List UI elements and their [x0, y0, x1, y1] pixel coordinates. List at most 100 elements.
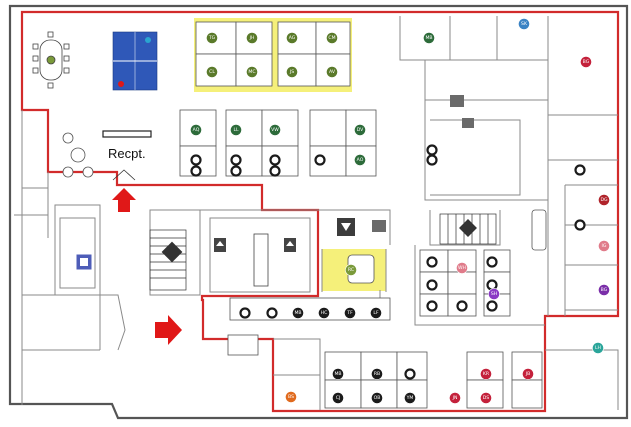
seat-dot: [371, 368, 383, 380]
seat-marker: MB: [332, 368, 344, 380]
seat-marker: MB: [292, 307, 304, 319]
seat-marker: DS: [480, 392, 492, 404]
seat-code: BS: [288, 394, 294, 400]
seat-marker: CJ: [332, 392, 344, 404]
seat-code: JS: [289, 69, 294, 75]
seat-dot: [206, 32, 218, 44]
interior-walls: [14, 16, 619, 410]
seat-marker: KR: [480, 368, 492, 380]
seat-marker: TG: [206, 32, 218, 44]
seat-code: CM: [328, 35, 335, 41]
seat-marker: JS: [286, 66, 298, 78]
ping-pong-table-icon: [112, 31, 158, 91]
seat-dot: [344, 307, 356, 319]
empty-seats: [190, 144, 586, 404]
seat-code: AG: [289, 35, 296, 41]
seat-code: BG: [601, 287, 608, 293]
seat-dot: [246, 32, 258, 44]
seat-dot: [518, 18, 530, 30]
seat-marker: RC: [345, 264, 357, 276]
seat-marker: BG: [580, 56, 592, 68]
seat-marker: IG: [598, 240, 610, 252]
seat-dot: [592, 342, 604, 354]
seat-code: CJ: [336, 395, 341, 401]
seat-markers: TG JH AG CM CL MC JS AV AQ LL VW DV AO MB SK BG DG IG BG LH…: [190, 18, 610, 404]
seat-dot: [449, 392, 461, 404]
seat-marker: AV: [326, 66, 338, 78]
seat-dot: [326, 32, 338, 44]
seat-dot: [480, 368, 492, 380]
seat-dot: [190, 124, 202, 136]
seat-code: OB: [374, 395, 381, 401]
seat-dot: [598, 240, 610, 252]
seat-code: SH: [491, 291, 497, 297]
seat-code: LL: [233, 127, 239, 133]
seat-marker: WH: [456, 262, 468, 274]
seat-code: RC: [348, 267, 354, 273]
seat-dot: [598, 194, 610, 206]
seat-marker: SH: [488, 288, 500, 300]
seat-dot: [286, 32, 298, 44]
red-arrow-icon: [112, 188, 182, 345]
seat-code: MB: [334, 371, 341, 377]
seat-marker: BG: [598, 284, 610, 296]
seat-dot: [354, 124, 366, 136]
seat-code: YM: [406, 395, 414, 401]
outer-wall: [8, 4, 629, 420]
seat-code: JH: [249, 35, 255, 41]
seat-dot: [206, 66, 218, 78]
reception-desk: [102, 130, 152, 138]
seat-dot: [345, 264, 357, 276]
seat-dot: [580, 56, 592, 68]
seat-marker: LF: [370, 307, 382, 319]
seat-marker: DV: [354, 124, 366, 136]
seat-code: JB: [525, 371, 531, 377]
seat-marker: CL: [206, 66, 218, 78]
seat-code: MB: [294, 310, 301, 316]
seat-code: DV: [357, 127, 364, 133]
seat-marker: MC: [246, 66, 258, 78]
seat-dot: [332, 368, 344, 380]
seat-dot: [292, 307, 304, 319]
seat-marker: LH: [592, 342, 604, 354]
seat-marker: TF: [344, 307, 356, 319]
seat-code: DG: [600, 197, 608, 203]
seat-marker: DG: [598, 194, 610, 206]
seat-code: IG: [602, 243, 607, 249]
seat-marker: AO: [354, 154, 366, 166]
seat-code: TF: [346, 310, 353, 316]
seat-marker: AQ: [190, 124, 202, 136]
seat-dot: [371, 392, 383, 404]
seat-marker: AG: [286, 32, 298, 44]
seat-dot: [370, 307, 382, 319]
seat-code: AO: [357, 157, 364, 163]
seat-marker: MB: [423, 32, 435, 44]
seat-marker: RB: [371, 368, 383, 380]
red-boundary-wall: [20, 10, 620, 413]
seat-code: DS: [483, 395, 490, 401]
seat-code: LH: [595, 345, 601, 351]
seat-code: MC: [248, 69, 255, 75]
seat-code: MB: [425, 35, 432, 41]
lounge-seating: [62, 132, 94, 178]
seat-dot: [404, 392, 416, 404]
seat-marker: JH: [246, 32, 258, 44]
seat-marker: YM: [404, 392, 416, 404]
seat-dot: [326, 66, 338, 78]
seat-marker: VW: [269, 124, 281, 136]
seat-marker: OB: [371, 392, 383, 404]
seat-dot: [522, 368, 534, 380]
down-arrow-icon: [337, 218, 355, 236]
seat-code: AQ: [193, 127, 200, 133]
seat-marker: CM: [326, 32, 338, 44]
printer-icon: [372, 95, 474, 232]
seat-marker: SK: [518, 18, 530, 30]
seat-dot: [456, 262, 468, 274]
seat-dot: [246, 66, 258, 78]
seat-code: TG: [208, 35, 216, 41]
seat-marker: JN: [449, 392, 461, 404]
seat-code: SK: [521, 21, 528, 27]
seat-marker: HC: [318, 307, 330, 319]
seat-code: WH: [458, 265, 466, 271]
